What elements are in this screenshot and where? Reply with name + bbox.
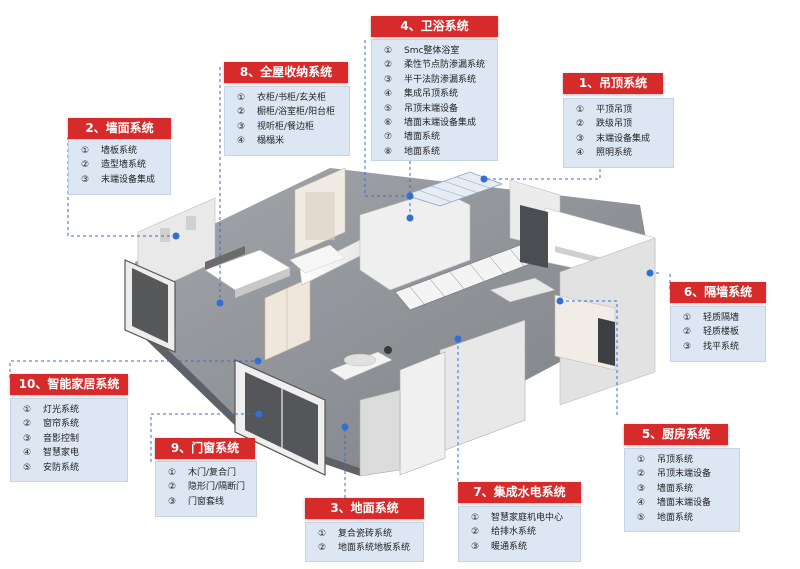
dining-table xyxy=(489,277,556,303)
card-title: 5、厨房系统 xyxy=(624,424,728,445)
card-title: 4、卫浴系统 xyxy=(371,16,498,37)
card-title: 2、墙面系统 xyxy=(68,118,171,139)
bathroom-ceiling-grid xyxy=(403,171,504,207)
card-title: 9、门窗系统 xyxy=(155,438,255,459)
card-title: 1、吊顶系统 xyxy=(563,73,663,94)
card-title: 7、集成水电系统 xyxy=(458,482,581,503)
front-panel xyxy=(359,389,401,477)
floor-slab-edge xyxy=(136,322,360,476)
connector-dots xyxy=(172,175,654,431)
front-wall-center xyxy=(399,351,446,476)
card-title: 10、智能家居系统 xyxy=(10,374,128,395)
card-title: 8、全屋收纳系统 xyxy=(224,62,348,83)
wardrobe-left xyxy=(264,277,311,361)
card-title: 6、隔墙系统 xyxy=(670,282,766,303)
card-title: 3、地面系统 xyxy=(305,498,424,519)
